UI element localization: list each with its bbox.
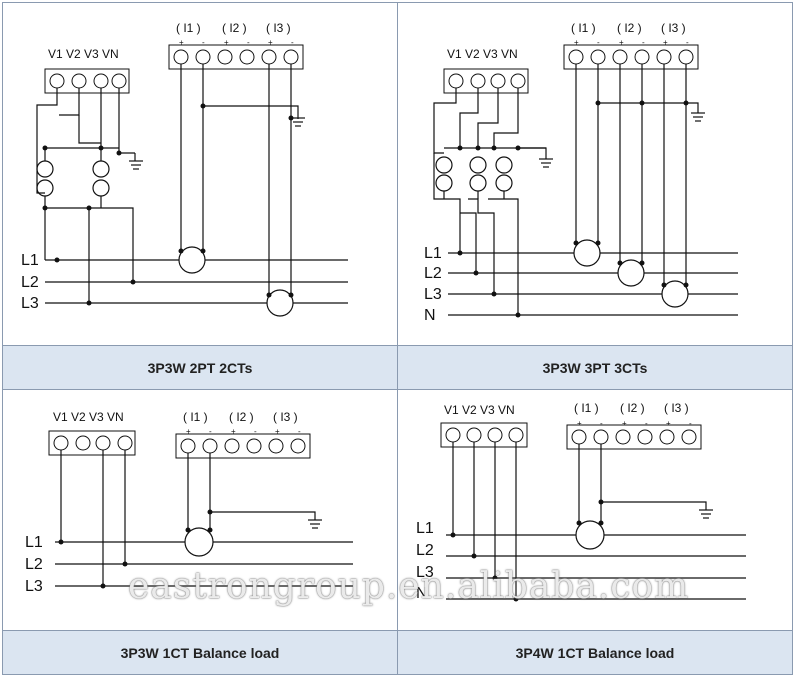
voltage-terminal-labels: V1 V2 V3 VN xyxy=(53,410,124,424)
current-label-i2: ( I2 ) xyxy=(222,21,247,35)
current-label-i2: ( I2 ) xyxy=(620,401,645,415)
voltage-terminal-labels: V1 V2 V3 VN xyxy=(444,403,515,417)
voltage-screws xyxy=(448,73,526,89)
line-label-l2: L2 xyxy=(21,274,39,291)
plus-sign: + xyxy=(179,38,184,47)
wiring-diagram-svg: V1 V2 V3 VN ( I1 ) ( I2 ) ( I3 ) + - + -… xyxy=(25,410,353,595)
diagram-panel-3p3w-3pt-3ct: V1 V2 V3 VN ( I1 ) ( I2 ) ( I3 ) + - + -… xyxy=(397,2,793,390)
plus-sign: + xyxy=(268,38,273,47)
line-label-l3: L3 xyxy=(416,564,434,581)
minus-sign: - xyxy=(600,419,603,428)
minus-sign: - xyxy=(298,427,301,436)
current-screws xyxy=(571,429,697,445)
voltage-screws xyxy=(53,435,133,451)
panel-caption: 3P4W 1CT Balance load xyxy=(398,630,792,674)
line-label-n: N xyxy=(416,585,428,602)
plus-sign: + xyxy=(231,427,236,436)
wiring-diagram-svg: V1 V2 V3 VN ( I1 ) ( I2 ) ( I3 ) + - + -… xyxy=(424,21,738,324)
diagram-panel-3p4w-1ct: V1 V2 V3 VN ( I1 ) ( I2 ) ( I3 ) + - + -… xyxy=(397,389,793,675)
minus-sign: - xyxy=(686,38,689,47)
wiring xyxy=(55,450,353,587)
current-label-i3: ( I3 ) xyxy=(273,410,298,424)
wiring xyxy=(433,64,738,316)
line-label-l2: L2 xyxy=(416,542,434,559)
line-label-l3: L3 xyxy=(424,286,442,303)
minus-sign: - xyxy=(689,419,692,428)
junction-dots xyxy=(42,103,294,306)
line-label-n: N xyxy=(424,307,436,324)
line-label-l1: L1 xyxy=(25,534,43,551)
minus-sign: - xyxy=(202,38,205,47)
minus-sign: - xyxy=(645,419,648,428)
current-label-i1: ( I1 ) xyxy=(571,21,596,35)
line-label-l3: L3 xyxy=(25,578,43,595)
panel-caption: 3P3W 1CT Balance load xyxy=(3,630,397,674)
current-screws xyxy=(180,438,306,454)
plus-sign: + xyxy=(577,419,582,428)
wiring-diagram-svg: V1 V2 V3 VN ( I1 ) ( I2 ) ( I3 ) + - + -… xyxy=(416,401,746,602)
current-label-i3: ( I3 ) xyxy=(266,21,291,35)
junction-dots xyxy=(457,100,689,318)
minus-sign: - xyxy=(291,38,294,47)
current-terminal-block xyxy=(175,433,311,459)
line-label-l2: L2 xyxy=(424,265,442,282)
diagram-panel-3p3w-2pt-2ct: V1 V2 V3 VN ( I1 ) ( I2 ) ( I3 ) + - + -… xyxy=(2,2,398,390)
plus-sign: + xyxy=(186,427,191,436)
plus-sign: + xyxy=(622,419,627,428)
voltage-terminal-labels: V1 V2 V3 VN xyxy=(48,47,119,61)
minus-sign: - xyxy=(254,427,257,436)
plus-sign: + xyxy=(224,38,229,47)
current-terminal-block xyxy=(566,424,702,450)
line-label-l3: L3 xyxy=(21,295,39,312)
line-label-l1: L1 xyxy=(424,245,442,262)
line-label-l1: L1 xyxy=(21,252,39,269)
minus-sign: - xyxy=(247,38,250,47)
current-terminal-block xyxy=(563,44,699,70)
minus-sign: - xyxy=(597,38,600,47)
line-label-l2: L2 xyxy=(25,556,43,573)
current-label-i1: ( I1 ) xyxy=(176,21,201,35)
current-screws xyxy=(173,49,299,65)
current-terminal-block xyxy=(168,44,304,70)
voltage-terminal-labels: V1 V2 V3 VN xyxy=(447,47,518,61)
plus-sign: + xyxy=(275,427,280,436)
current-label-i2: ( I2 ) xyxy=(229,410,254,424)
wiring xyxy=(446,442,746,600)
plus-sign: + xyxy=(666,419,671,428)
current-screws xyxy=(568,49,694,65)
current-label-i3: ( I3 ) xyxy=(664,401,689,415)
diagram-panel-3p3w-1ct: V1 V2 V3 VN ( I1 ) ( I2 ) ( I3 ) + - + -… xyxy=(2,389,398,675)
current-label-i2: ( I2 ) xyxy=(617,21,642,35)
plus-sign: + xyxy=(574,38,579,47)
minus-sign: - xyxy=(642,38,645,47)
current-label-i1: ( I1 ) xyxy=(183,410,208,424)
plus-sign: + xyxy=(619,38,624,47)
current-label-i3: ( I3 ) xyxy=(661,21,686,35)
panel-caption: 3P3W 2PT 2CTs xyxy=(3,345,397,389)
current-label-i1: ( I1 ) xyxy=(574,401,599,415)
junction-dots xyxy=(58,509,213,589)
plus-sign: + xyxy=(663,38,668,47)
minus-sign: - xyxy=(209,427,212,436)
wiring xyxy=(36,64,348,317)
line-label-l1: L1 xyxy=(416,520,434,537)
panel-caption: 3P3W 3PT 3CTs xyxy=(398,345,792,389)
wiring-diagram-svg: V1 V2 V3 VN ( I1 ) ( I2 ) ( I3 ) + - + -… xyxy=(21,21,348,317)
junction-dots xyxy=(450,499,604,602)
